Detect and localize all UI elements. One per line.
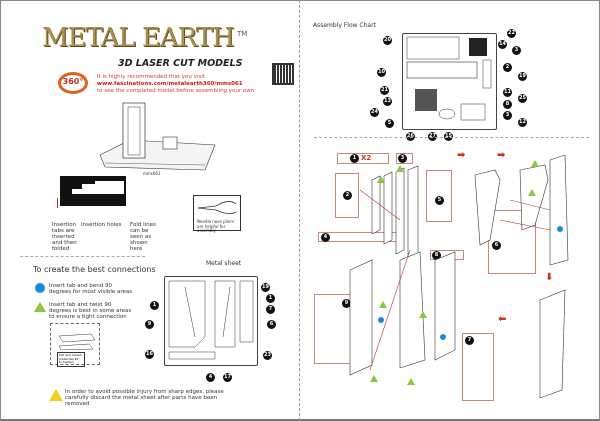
part-1-qty: X2 [361,154,372,162]
intro-line1: It is highly recommended that you visit [97,74,205,80]
blue-dot-marker [557,226,563,232]
callout-2: 2 [503,63,512,72]
insertion-tabs-label: Insertion tabs are inserted and then fol… [52,222,77,252]
callout-8: 8 [503,100,512,109]
pliers-note: Needle nose pliers are helpful for assem… [197,219,235,233]
insertion-holes-label: Insertion holes [81,222,122,228]
arrow-down-icon: ⬇ [545,272,554,283]
callout-15: 15 [444,132,453,141]
section-divider [20,256,145,257]
part-5-callout: 5 [435,196,444,205]
green-triangle-marker [528,189,536,196]
callout-27: 27 [428,132,437,141]
callout-6: 6 [267,320,276,329]
green-triangle-marker [377,176,385,183]
insertion-example-image [60,176,126,206]
arrow-right-icon: ➡ [457,150,466,161]
blue-dot-marker [440,334,446,340]
arrow-left-icon: ⬅ [498,314,507,325]
twist-tip-box: Pull and loosen metal tab 90° to tighten [50,323,100,367]
callout-13: 13 [383,97,392,106]
callout-26: 26 [406,132,415,141]
part-3-callout: 3 [398,154,407,163]
trademark: TM [237,30,248,38]
callout-5: 5 [385,119,394,128]
warning-icon [49,389,63,401]
intro-url[interactable]: www.fascinations.com/metalearth360/mms06… [97,81,243,87]
green-triangle-marker [531,160,539,167]
part-5-box: 5 [426,170,452,222]
callout-3: 3 [512,46,521,55]
part-6-callout: 6 [492,241,501,250]
callout-16: 16 [145,350,154,359]
green-triangle-marker [370,375,378,382]
callout-23: 23 [263,351,272,360]
callout-22: 22 [507,29,516,38]
flow-chart-title: Assembly Flow Chart [313,22,376,29]
view-360-icon: 360° [58,72,88,94]
callout-25: 25 [518,94,527,103]
callout-14: 14 [498,40,507,49]
part-7-callout: 7 [465,336,474,345]
callout-21: 21 [380,86,389,95]
callout-9: 9 [145,320,154,329]
callout-17: 17 [223,373,232,382]
callout-19: 19 [518,72,527,81]
green-triangle-marker [379,301,387,308]
connections-title: To create the best connections [33,265,156,274]
blue-dot-marker [378,317,384,323]
callout-12: 12 [518,118,527,127]
pliers-box: Needle nose pliers are helpful for assem… [193,195,241,233]
callout-7: 7 [266,305,275,314]
callout-10: 10 [377,68,386,77]
intro-note: It is highly recommended that you visit … [97,74,254,95]
green-triangle-marker [396,165,404,172]
model-code: mms061 [143,171,161,176]
arrow-right-icon: ➡ [497,150,506,161]
logo-subtitle: 3D LASER CUT MODELS [118,58,243,69]
blue-instruction: Insert tab and bend 90 degrees for most … [49,283,133,295]
callout-3: 3 [503,111,512,120]
metal-earth-logo: METAL EARTH [42,23,235,53]
callout-4: 4 [206,373,215,382]
part-9-callout: 9 [342,299,351,308]
part-4-callout: 4 [321,233,330,242]
metal-sheet-title: Metal sheet [206,260,242,267]
warning-text: In order to avoid possible injury from s… [65,389,224,407]
green-triangle-marker [419,311,427,318]
part-2-callout: 2 [343,191,352,200]
intro-line3: to see the completed model before assemb… [97,88,255,94]
part-1-box: 1 X2 [337,153,389,164]
part-1-callout: 1 [350,154,359,163]
twist-tab-illustration [58,333,96,351]
part-7-box: 7 [462,333,494,401]
fold-lines-label: Fold lines can be seen as shown here [130,222,156,252]
leader-line [57,198,58,208]
assembly-step-drawings [349,154,569,399]
twist-tip-note: Pull and loosen metal tab 90° to tighten [57,352,85,367]
section-divider [314,137,589,138]
page-divider [299,0,300,421]
part-8-callout: 8 [432,251,441,260]
callout-11: 11 [503,88,512,97]
callout-1: 1 [266,294,275,303]
part-9-box: 9 [314,294,351,364]
pliers-icon [197,201,237,214]
flow-chart-sheet-image [402,33,497,130]
callout-1: 1 [150,301,159,310]
metal-sheet-image [164,276,258,366]
green-instruction: Insert tab and twist 90 degrees is best … [49,302,132,320]
callout-19: 19 [261,283,270,292]
green-triangle-icon [34,302,46,312]
part-3-box: 3 [396,153,413,164]
callout-20: 20 [383,36,392,45]
blue-dot-icon [35,283,45,293]
green-triangle-marker [407,378,415,385]
qr-code-icon [272,63,294,85]
callout-24: 24 [370,108,379,117]
badge-360: 360° [62,77,84,86]
part-2-box: 2 [335,173,359,218]
completed-model-image [99,102,216,171]
